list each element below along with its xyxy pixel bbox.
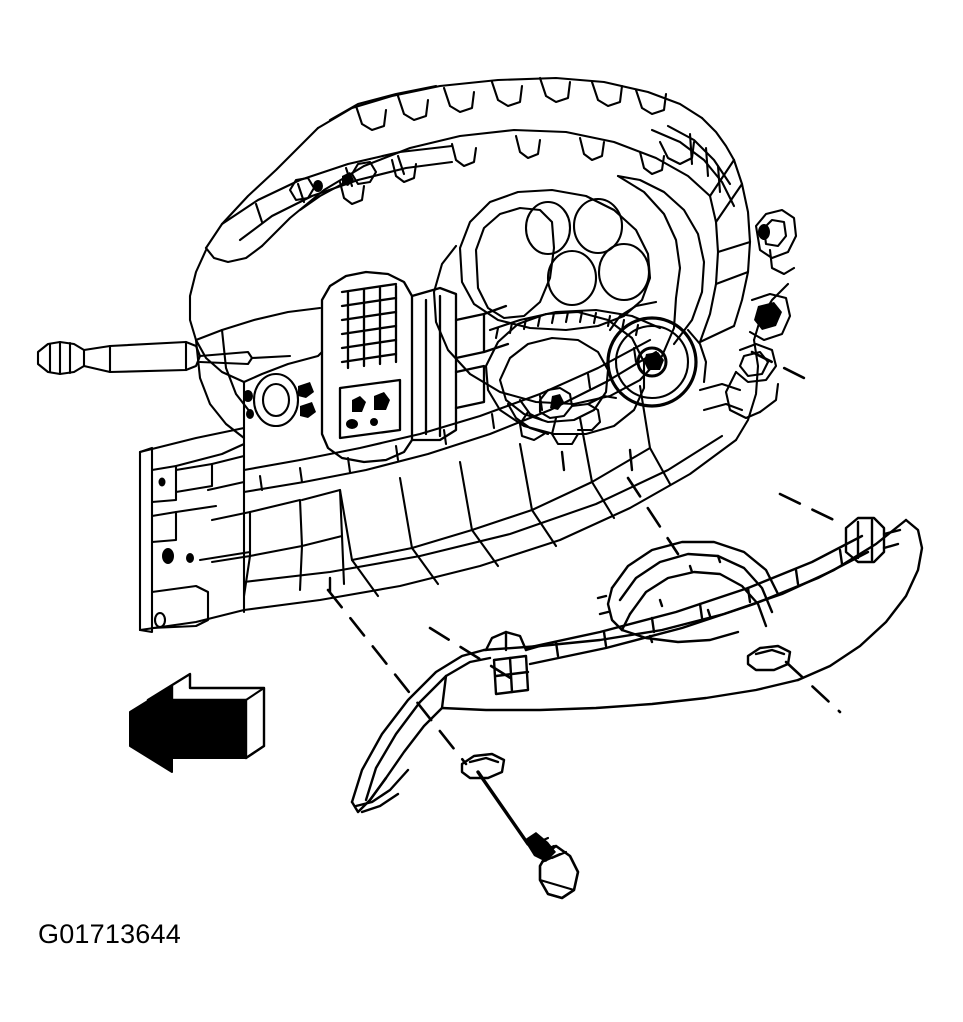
leader-panel-right-clip <box>784 660 842 714</box>
duct-actuator-linkage <box>518 386 618 446</box>
left-dash-side-panel <box>194 306 324 440</box>
leader-panel-upper-clip <box>428 626 522 686</box>
gauge-opening-4 <box>597 242 651 302</box>
orientation-arrow <box>129 672 266 773</box>
gauge-opening-1 <box>524 200 572 256</box>
leader-right-upper <box>750 350 814 384</box>
mounting-bolt <box>476 770 580 900</box>
leader-stubs <box>328 448 634 594</box>
leader-lines-group <box>326 350 842 766</box>
fuse-relay-block <box>320 270 510 464</box>
defrost-grille-pad <box>220 144 454 242</box>
hvac-duct-assembly <box>484 308 662 436</box>
part-number-label: G01713644 <box>38 919 181 949</box>
leader-panel-left <box>326 588 468 766</box>
right-upper-rail <box>650 124 736 208</box>
leader-center-blower <box>626 476 680 556</box>
lower-dash-reinforcement <box>242 338 672 598</box>
gauge-opening-2 <box>572 197 624 255</box>
knee-bolster-panel <box>350 516 924 814</box>
gauge-opening-3 <box>546 249 598 307</box>
blower-motor-housing <box>606 300 708 408</box>
instrument-cluster-opening <box>458 188 652 332</box>
column-aperture <box>252 372 300 428</box>
left-end-bracket <box>138 442 346 634</box>
leader-panel-right-bracket <box>778 492 840 524</box>
steering-column-shaft <box>36 340 292 376</box>
right-dash-end-structure <box>698 158 798 420</box>
